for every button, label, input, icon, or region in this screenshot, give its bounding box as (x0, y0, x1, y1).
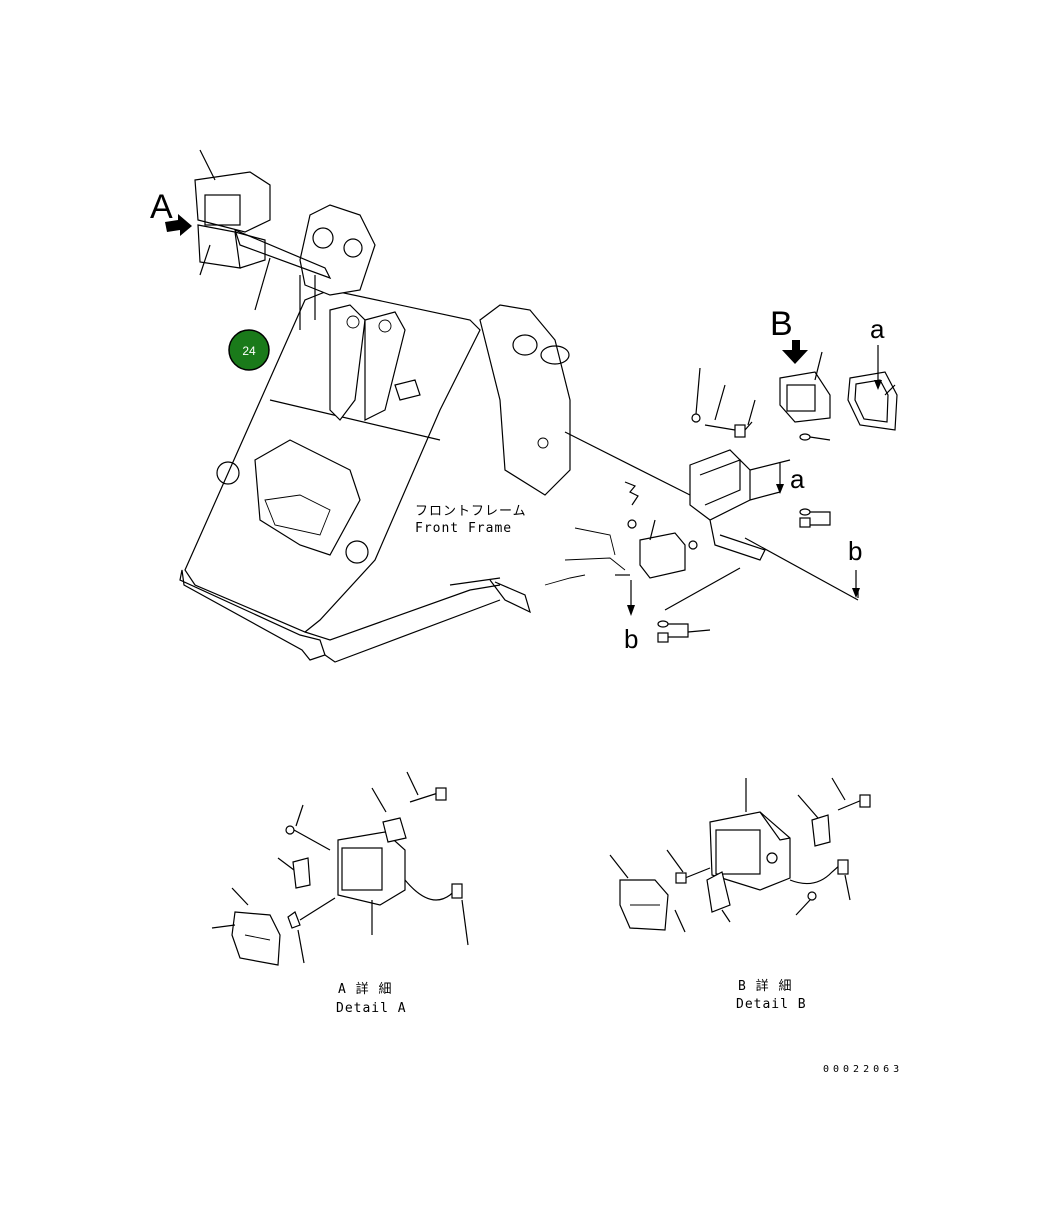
ref-letter-a-upper: a (870, 314, 885, 344)
detail-b-en: Detail B (736, 997, 807, 1012)
front-frame-jp: フロントフレーム (415, 504, 527, 519)
front-frame-en: Front Frame (415, 521, 512, 536)
detail-b-drawing (609, 777, 871, 933)
ref-letter-b-lower: b (624, 624, 638, 654)
detail-a-jp: A 詳 細 (338, 981, 392, 997)
ref-letter-a-lower: a (790, 464, 805, 494)
detail-a-en: Detail A (336, 1001, 407, 1016)
callout-number[interactable]: 24 (242, 344, 256, 358)
view-label-a: A (150, 188, 173, 226)
view-b-arrow-icon (782, 340, 808, 364)
view-label-b: B (770, 305, 793, 343)
view-a-arrow-icon (165, 214, 192, 236)
callout-24[interactable]: 24 (228, 329, 270, 371)
drawing-number: 00022063 (823, 1064, 903, 1075)
detail-b-jp: B 詳 細 (738, 978, 792, 994)
front-lamp-a-drawing (165, 149, 271, 311)
ref-letter-b-right: b (848, 536, 862, 566)
lamp-bracket-assembly-drawing (449, 340, 898, 643)
front-frame-drawing (179, 204, 571, 663)
callout-circle[interactable] (228, 329, 270, 371)
detail-a-drawing (211, 771, 469, 966)
